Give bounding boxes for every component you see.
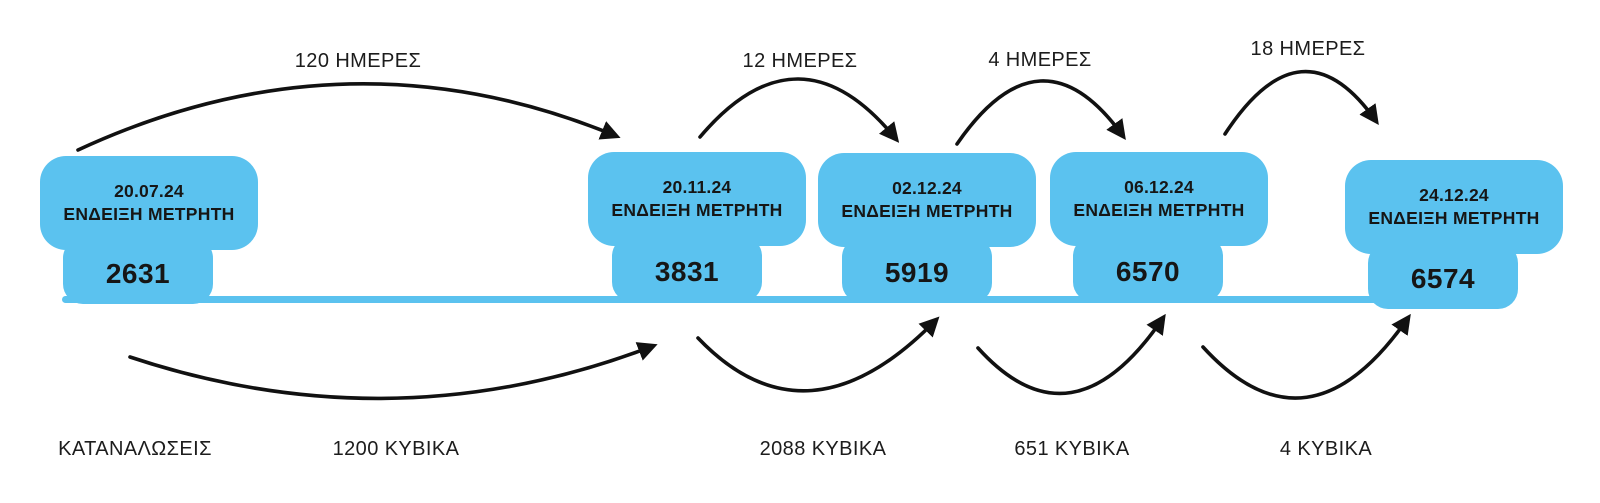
days-arc-4	[1223, 69, 1379, 136]
days-label-1: 120 ΗΜΕΡΕΣ	[294, 50, 422, 72]
meter-head: 02.12.24 ΕΝΔΕΙΞΗ ΜΕΤΡΗΤΗ	[818, 153, 1036, 247]
consumption-arc-2	[696, 316, 940, 393]
meter-date: 02.12.24	[892, 178, 962, 198]
days-label-3: 4 ΗΜΕΡΕΣ	[988, 49, 1092, 71]
meter-head: 20.07.24 ΕΝΔΕΙΞΗ ΜΕΤΡΗΤΗ	[40, 156, 258, 250]
consumption-arc-4	[1201, 313, 1411, 400]
consumption-label-3: 651 ΚΥΒΙΚΑ	[1014, 438, 1130, 460]
meter-value-tab: 6574	[1368, 243, 1518, 309]
meter-reading-value: 5919	[884, 257, 950, 288]
meter-value-tab: 3831	[612, 236, 762, 302]
meter-date: 20.07.24	[114, 181, 184, 201]
meter-value-tab: 5919	[842, 237, 992, 303]
consumption-label-2: 2088 ΚΥΒΙΚΑ	[759, 438, 887, 460]
meter-date: 06.12.24	[1124, 177, 1194, 197]
meter-reading-value: 2631	[105, 258, 171, 289]
meter-date: 24.12.24	[1419, 185, 1489, 205]
consumption-label-1: 1200 ΚΥΒΙΚΑ	[332, 438, 460, 460]
meter-head: 20.11.24 ΕΝΔΕΙΞΗ ΜΕΤΡΗΤΗ	[588, 152, 806, 246]
consumption-arc-1	[128, 342, 658, 401]
meter-head: 06.12.24 ΕΝΔΕΙΞΗ ΜΕΤΡΗΤΗ	[1050, 152, 1268, 246]
meter-reading-value: 6570	[1115, 256, 1181, 287]
consumption-arc-3	[976, 313, 1166, 396]
meter-reading-value: 3831	[654, 256, 720, 287]
meter-label: ΕΝΔΕΙΞΗ ΜΕΤΡΗΤΗ	[63, 204, 235, 224]
meter-label: ΕΝΔΕΙΞΗ ΜΕΤΡΗΤΗ	[1073, 200, 1245, 220]
meter-date: 20.11.24	[662, 177, 732, 197]
days-label-4: 18 ΗΜΕΡΕΣ	[1250, 38, 1366, 60]
days-arc-3	[955, 79, 1126, 146]
consumption-axis-label: ΚΑΤΑΝΑΛΩΣΕΙΣ	[58, 438, 212, 460]
meter-label: ΕΝΔΕΙΞΗ ΜΕΤΡΗΤΗ	[1368, 208, 1540, 228]
consumption-label-4: 4 ΚΥΒΙΚΑ	[1279, 438, 1373, 460]
days-label-2: 12 ΗΜΕΡΕΣ	[742, 50, 858, 72]
meter-label: ΕΝΔΕΙΞΗ ΜΕΤΡΗΤΗ	[611, 200, 783, 220]
meter-reading-value: 6574	[1410, 263, 1476, 294]
meter-label: ΕΝΔΕΙΞΗ ΜΕΤΡΗΤΗ	[841, 201, 1013, 221]
days-arc-2	[698, 77, 900, 143]
days-arc-1	[76, 82, 621, 152]
meter-value-tab: 6570	[1073, 236, 1223, 302]
meter-head: 24.12.24 ΕΝΔΕΙΞΗ ΜΕΤΡΗΤΗ	[1345, 160, 1563, 254]
